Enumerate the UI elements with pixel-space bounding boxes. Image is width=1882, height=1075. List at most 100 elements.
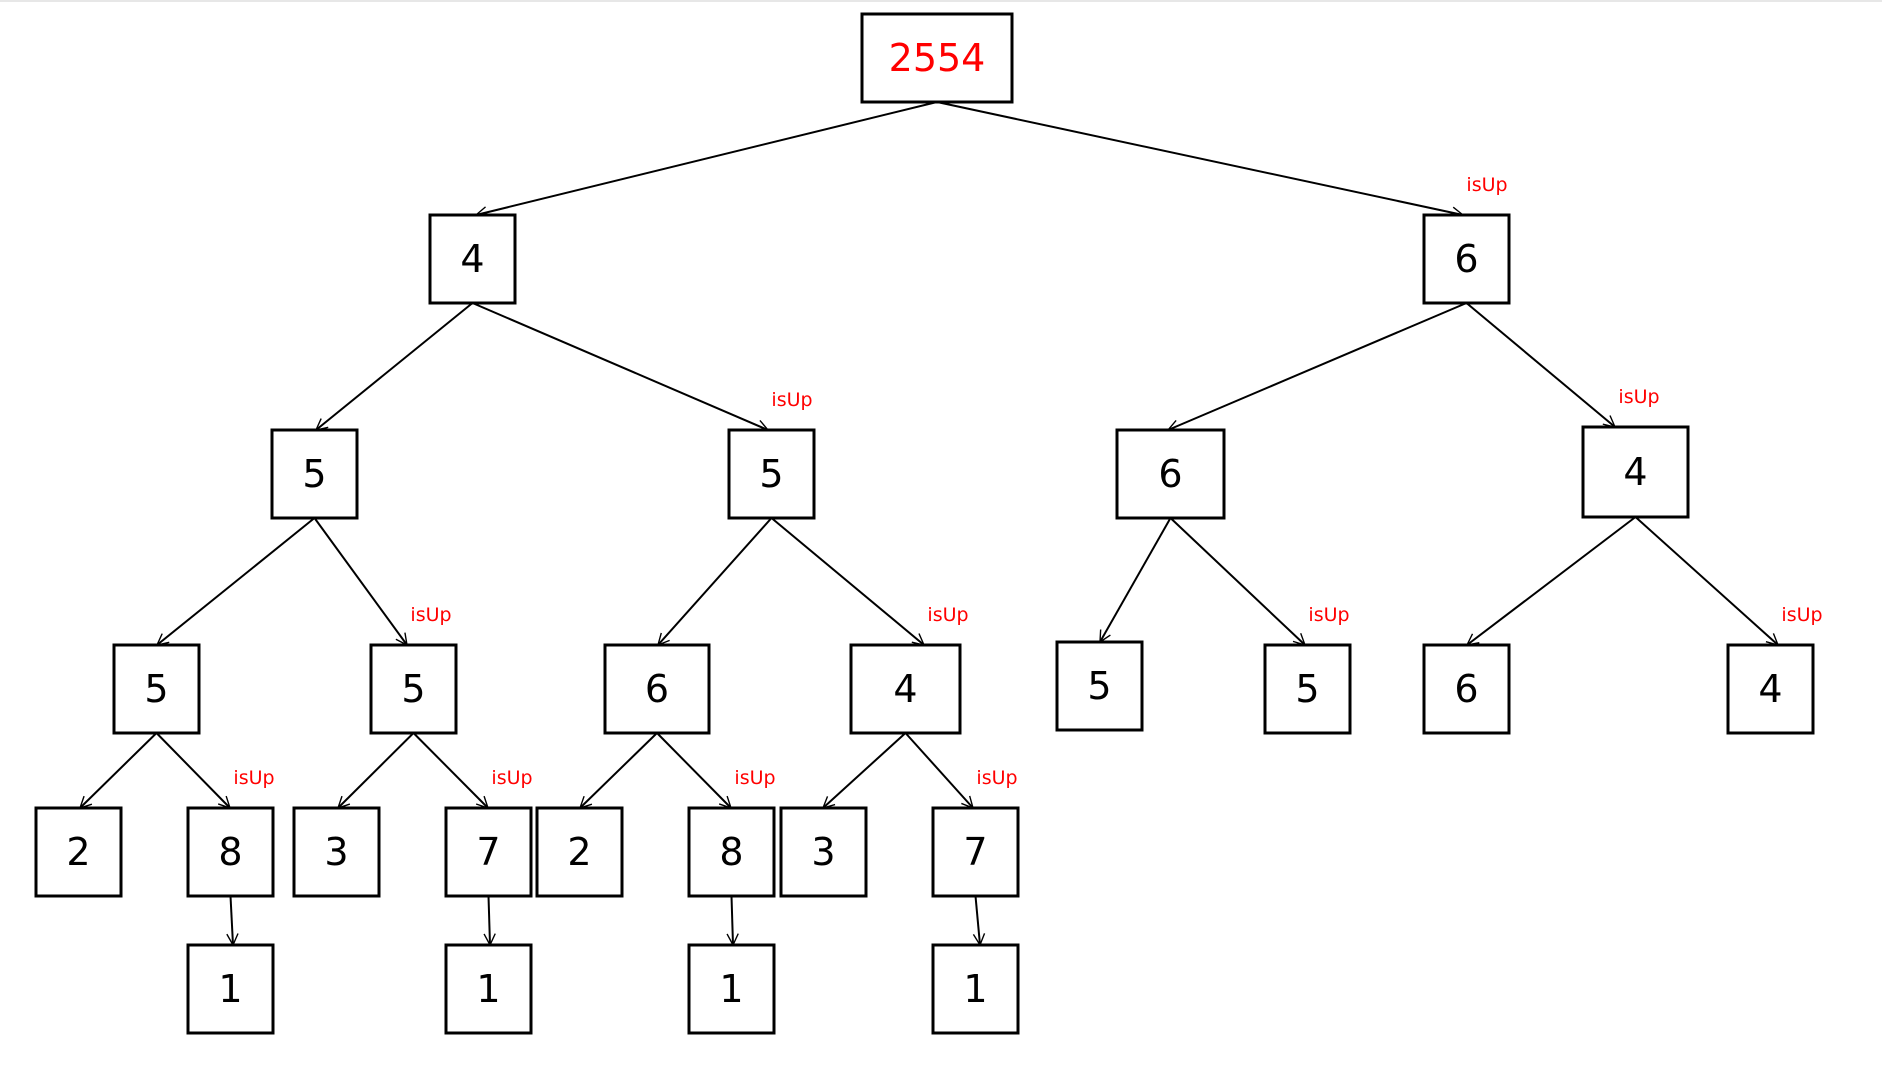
edge-arrow-n3-n7 — [157, 517, 316, 645]
tree-node-n7: 5 — [112, 643, 201, 735]
isup-label-n5-n12: isUp — [1308, 604, 1349, 626]
isup-label-n9-n20: isUp — [734, 767, 775, 789]
edge-arrow-n7-n16 — [155, 732, 231, 808]
node-box — [687, 943, 776, 1035]
node-box — [292, 806, 381, 898]
node-box — [849, 643, 962, 735]
edge-arrow-n4-n9 — [658, 517, 773, 645]
edge-arrow-n6-n13 — [1467, 516, 1637, 645]
isup-label-n6-n14: isUp — [1781, 604, 1822, 626]
node-box — [1115, 428, 1226, 520]
node-label: 1 — [963, 967, 987, 1011]
tree-node-n24: 1 — [444, 943, 533, 1035]
isup-label-n0-n2: isUp — [1466, 174, 1507, 196]
node-box — [603, 643, 711, 735]
node-label: 5 — [144, 667, 168, 711]
node-box — [34, 806, 123, 898]
edge-arrow-n0-n2 — [936, 101, 1463, 215]
node-box — [535, 806, 624, 898]
edge-arrow-n18-n24 — [489, 895, 491, 945]
tree-node-n10: 4 — [849, 643, 962, 735]
edge-arrow-n22-n26 — [976, 895, 981, 945]
node-box — [444, 806, 533, 898]
edge-arrow-n5-n11 — [1099, 517, 1172, 642]
node-label: 4 — [460, 237, 484, 281]
edge-arrow-n8-n18 — [412, 732, 489, 808]
node-label: 4 — [1623, 450, 1647, 494]
tree-node-n16: 8 — [186, 806, 275, 898]
node-label: 7 — [963, 830, 987, 874]
node-label: 6 — [645, 667, 669, 711]
edge-arrow-n10-n21 — [823, 732, 907, 808]
tree-node-n4: 5 — [727, 428, 816, 520]
node-label: 8 — [719, 830, 743, 874]
edge-arrow-n3-n8 — [313, 517, 408, 645]
node-label: 1 — [719, 967, 743, 1011]
node-box — [444, 943, 533, 1035]
node-label: 2 — [66, 830, 90, 874]
edge-arrow-n10-n22 — [904, 732, 974, 808]
node-box — [186, 806, 275, 898]
node-label: 2 — [567, 830, 591, 874]
tree-node-n12: 5 — [1263, 643, 1352, 735]
edge-arrow-n6-n14 — [1634, 516, 1779, 645]
node-label: 6 — [1454, 237, 1478, 281]
tree-node-n18: 7 — [444, 806, 533, 898]
node-label: 5 — [302, 452, 326, 496]
edge-arrow-n20-n25 — [732, 895, 734, 945]
tree-node-n5: 6 — [1115, 428, 1226, 520]
tree-node-n8: 5 — [369, 643, 458, 735]
edge-layer — [80, 101, 1779, 945]
node-label: 3 — [324, 830, 348, 874]
node-box — [369, 643, 458, 735]
tree-node-n11: 5 — [1055, 640, 1144, 732]
tree-node-n22: 7 — [931, 806, 1020, 898]
node-label: 1 — [218, 967, 242, 1011]
node-label: 5 — [1087, 664, 1111, 708]
tree-node-n14: 4 — [1726, 643, 1815, 735]
node-label: 5 — [401, 667, 425, 711]
node-label: 3 — [811, 830, 835, 874]
node-label: 7 — [476, 830, 500, 874]
node-label: 4 — [893, 667, 917, 711]
node-box — [186, 943, 275, 1035]
tree-node-n13: 6 — [1422, 643, 1511, 735]
edge-arrow-n4-n10 — [770, 517, 925, 645]
isup-label-n3-n8: isUp — [410, 604, 451, 626]
edge-arrow-n8-n17 — [338, 732, 415, 808]
tree-node-n20: 8 — [687, 806, 776, 898]
edge-arrow-n9-n20 — [656, 732, 731, 808]
edge-arrow-n2-n6 — [1465, 302, 1616, 427]
edge-arrow-n1-n3 — [316, 302, 474, 430]
node-box — [727, 428, 816, 520]
tree-node-n26: 1 — [931, 943, 1020, 1035]
node-box — [860, 12, 1014, 104]
root-node-label: 2554 — [889, 36, 986, 80]
node-label: 6 — [1454, 667, 1478, 711]
tree-node-n3: 5 — [270, 428, 359, 520]
node-box — [1422, 213, 1511, 305]
edge-arrow-n5-n12 — [1169, 517, 1306, 645]
node-box — [1581, 425, 1690, 519]
node-label: 4 — [1758, 667, 1782, 711]
node-label: 5 — [759, 452, 783, 496]
tree-node-n17: 3 — [292, 806, 381, 898]
node-box — [270, 428, 359, 520]
isup-label-n7-n16: isUp — [233, 767, 274, 789]
edge-arrow-n16-n23 — [231, 895, 234, 945]
node-box — [931, 806, 1020, 898]
node-label: 8 — [218, 830, 242, 874]
node-box — [1055, 640, 1144, 732]
isup-label-n8-n18: isUp — [491, 767, 532, 789]
node-box — [1422, 643, 1511, 735]
tree-node-n25: 1 — [687, 943, 776, 1035]
tree-node-n9: 6 — [603, 643, 711, 735]
isup-label-n4-n10: isUp — [927, 604, 968, 626]
edge-arrow-n9-n19 — [580, 732, 658, 808]
tree-node-n2: 6 — [1422, 213, 1511, 305]
isup-label-n2-n6: isUp — [1618, 386, 1659, 408]
edge-arrow-n2-n5 — [1168, 302, 1467, 430]
